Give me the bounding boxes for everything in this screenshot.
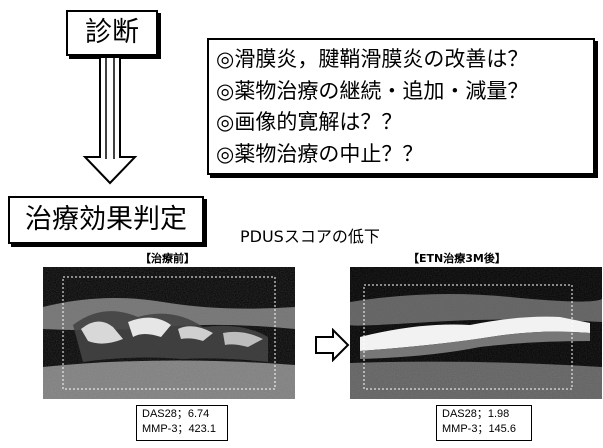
question-item: ◎薬物治療の中止？？ (216, 141, 424, 166)
after-stats-box: DAS28；1.98 MMP-3；145.6 (436, 405, 532, 441)
das28-after-value: DAS28；1.98 (442, 408, 510, 420)
ultrasound-before-image (43, 267, 295, 399)
ultrasound-after-image (350, 267, 602, 399)
mmp3-after-value: MMP-3；145.6 (442, 423, 516, 435)
before-stats-box: DAS28；6.74 MMP-3；423.1 (136, 405, 228, 441)
before-treatment-label: 【治療前】 (140, 252, 195, 265)
mmp3-before-value: MMP-3；423.1 (142, 423, 216, 435)
das28-before-value: DAS28；6.74 (142, 408, 210, 420)
down-arrow-icon (82, 57, 138, 185)
questions-box: ◎滑膜炎，腱鞘滑膜炎の改善は？ ◎薬物治療の継続・追加・減量？ ◎画像的寛解は？… (207, 38, 595, 175)
question-item: ◎滑膜炎，腱鞘滑膜炎の改善は？ (216, 47, 529, 71)
treatment-evaluation-box: 治療効果判定 (8, 196, 204, 244)
right-arrow-icon (315, 328, 350, 362)
question-item: ◎薬物治療の継続・追加・減量？ (216, 78, 529, 103)
after-treatment-label: 【ETN治療3M後】 (408, 252, 506, 265)
question-item: ◎画像的寛解は？？ (216, 110, 403, 134)
diagnosis-box: 診断 (66, 10, 158, 56)
subtitle: PDUSスコアの低下 (240, 227, 380, 246)
